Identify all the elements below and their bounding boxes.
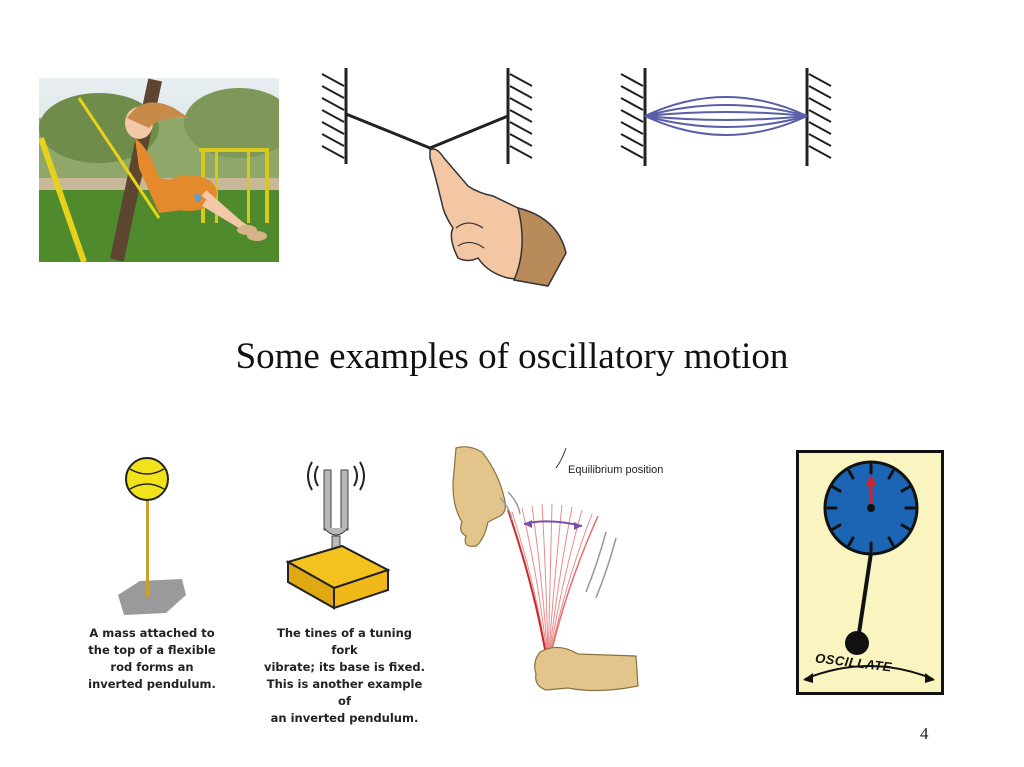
plucked-string-illustration <box>318 68 573 288</box>
tuning-fork-illustration <box>282 458 392 613</box>
inverted-pendulum-illustration <box>110 455 190 620</box>
vibrating-ruler-illustration <box>448 442 648 697</box>
equilibrium-position-label: Equilibrium position <box>568 464 664 476</box>
vibrating-string-illustration <box>617 68 837 168</box>
inverted-pendulum-caption: A mass attached to the top of a flexible… <box>88 626 216 691</box>
tuning-fork-caption: The tines of a tuning fork vibrate; its … <box>263 626 426 725</box>
slide-title: Some examples of oscillatory motion <box>235 336 789 377</box>
pendulum-clock-illustration <box>796 450 944 695</box>
swing-photo <box>39 78 279 262</box>
page-number: 4 <box>920 724 929 743</box>
